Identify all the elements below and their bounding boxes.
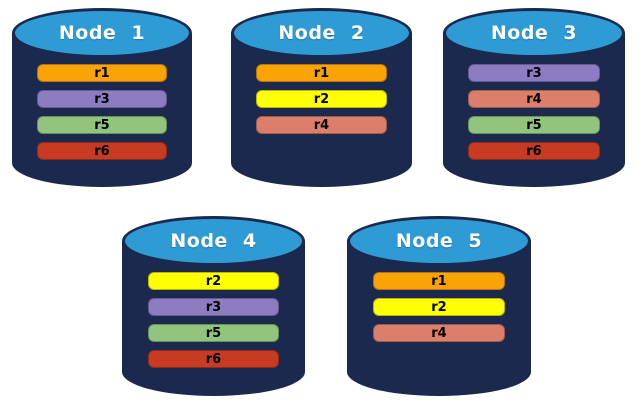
replica-list: r1 r2 r4 bbox=[231, 64, 412, 134]
node-title: Node 3 bbox=[490, 22, 578, 44]
node-3-cylinder: Node 3 r3 r4 r5 r6 bbox=[443, 8, 625, 187]
cylinder-body bbox=[12, 33, 192, 187]
replica-bar-r6: r6 bbox=[147, 350, 280, 368]
node-title: Node 4 bbox=[170, 230, 257, 252]
replica-bar-r3: r3 bbox=[468, 64, 600, 82]
cylinder-top-ellipse: Node 1 bbox=[12, 8, 192, 58]
node-1-cylinder: Node 1 r1 r3 r5 r6 bbox=[12, 8, 192, 187]
node-2-cylinder: Node 2 r1 r2 r4 bbox=[231, 8, 412, 187]
cylinder-body bbox=[231, 33, 412, 187]
replica-bar-r5: r5 bbox=[37, 116, 167, 134]
replica-list: r1 r3 r5 r6 bbox=[12, 64, 192, 160]
cylinder-top-ellipse: Node 3 bbox=[443, 8, 625, 58]
node-title: Node 1 bbox=[58, 22, 146, 44]
replica-list: r2 r3 r5 r6 bbox=[122, 272, 305, 368]
node-5-cylinder: Node 5 r1 r2 r4 bbox=[347, 216, 531, 396]
cylinder-body bbox=[443, 33, 625, 187]
replica-bar-r6: r6 bbox=[468, 142, 600, 160]
replica-bar-r4: r4 bbox=[468, 90, 600, 108]
replica-bar-r2: r2 bbox=[147, 272, 280, 290]
cylinder-body bbox=[347, 241, 531, 396]
node-title: Node 5 bbox=[395, 230, 483, 252]
replica-bar-r1: r1 bbox=[256, 64, 387, 82]
cylinder-top-ellipse: Node 4 bbox=[122, 216, 305, 266]
replica-bar-r3: r3 bbox=[37, 90, 167, 108]
replica-bar-r3: r3 bbox=[147, 298, 280, 316]
replica-list: r1 r2 r4 bbox=[347, 272, 531, 342]
replica-bar-r4: r4 bbox=[256, 116, 387, 134]
replica-bar-r1: r1 bbox=[37, 64, 167, 82]
replica-bar-r4: r4 bbox=[372, 324, 506, 342]
replica-bar-r1: r1 bbox=[372, 272, 506, 290]
cylinder-body bbox=[122, 241, 305, 396]
replica-bar-r2: r2 bbox=[372, 298, 506, 316]
node-4-cylinder: Node 4 r2 r3 r5 r6 bbox=[122, 216, 305, 396]
replica-list: r3 r4 r5 r6 bbox=[443, 64, 625, 160]
cylinder-top-ellipse: Node 2 bbox=[231, 8, 412, 58]
replica-bar-r2: r2 bbox=[256, 90, 387, 108]
replica-bar-r5: r5 bbox=[147, 324, 280, 342]
replica-bar-r5: r5 bbox=[468, 116, 600, 134]
cylinder-top-ellipse: Node 5 bbox=[347, 216, 531, 266]
node-title: Node 2 bbox=[278, 22, 365, 44]
replica-bar-r6: r6 bbox=[37, 142, 167, 160]
